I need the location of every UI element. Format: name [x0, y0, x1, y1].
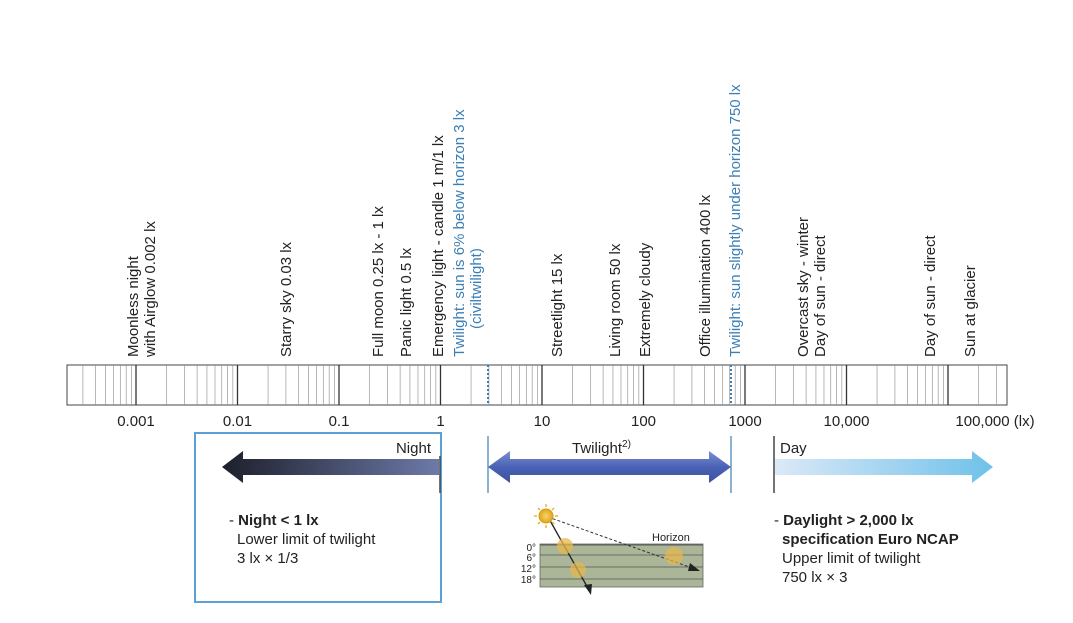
- sun-ray-line: [547, 516, 696, 570]
- night-box: [194, 432, 442, 603]
- marker-label: Office illumination 400 lx: [697, 194, 714, 357]
- sun-ray-arrowhead: [688, 563, 700, 571]
- sun-position-diagram: 0° 6° 12° 18° Horizon: [521, 504, 704, 595]
- marker-label: Full moon 0.25 lx - 1 lx: [370, 206, 387, 357]
- marker-label: Sun at glacier: [962, 265, 979, 357]
- twilight-footnote: 2): [622, 439, 631, 450]
- twilight-label: Twilight2): [572, 439, 631, 457]
- day-arrow: [775, 451, 993, 483]
- sun-below-horizon-icon-3: [665, 547, 683, 565]
- log-scale-bar: [66, 364, 1008, 406]
- tick-label: 100: [631, 413, 656, 430]
- tick-label: 0.01: [223, 413, 252, 430]
- marker-label: Starry sky 0.03 lx: [278, 241, 295, 357]
- marker-label: with Airglow 0.002 lx: [142, 221, 159, 358]
- night-note-line3: 3 lx × 1/3: [237, 550, 299, 567]
- marker-label: Living room 50 lx: [607, 243, 624, 357]
- tick-label: 10,000: [824, 413, 870, 430]
- marker-label: Streetlight 15 lx: [549, 253, 566, 357]
- degree-label-6: 6°: [526, 553, 536, 564]
- marker-label: Extremely cloudy: [637, 242, 654, 357]
- twilight-label-text: Twilight: [572, 440, 623, 457]
- day-note-line4: 750 lx × 3: [782, 569, 848, 586]
- day-label: Day: [780, 440, 807, 457]
- night-label: Night: [396, 440, 432, 457]
- marker-label: Day of sun - direct: [812, 234, 829, 357]
- night-note: - Night < 1 lx Lower limit of twilight 3…: [229, 511, 375, 568]
- sun-descent-arrowhead: [584, 584, 592, 595]
- tick-label: 0.001: [117, 413, 155, 430]
- marker-label: Twilight: sun is 6% below horizon 3 lx: [451, 109, 468, 357]
- sun-descent-line: [547, 516, 590, 591]
- night-note-title: Night < 1 lx: [238, 512, 319, 529]
- twilight-double-arrow: [488, 451, 731, 483]
- night-note-line2: Lower limit of twilight: [237, 531, 376, 548]
- scale-minor-ticks: [82, 365, 997, 405]
- marker-label: Emergency light - candle 1 m/1 lx: [430, 135, 447, 357]
- day-note-line2: specification Euro NCAP: [782, 531, 959, 548]
- tick-label: 100,000 (lx): [955, 413, 1034, 430]
- tick-label: 0.1: [329, 413, 350, 430]
- marker-label: Twilight: sun slightly under horizon 750…: [727, 84, 744, 357]
- sun-below-horizon-icon-1: [557, 538, 573, 554]
- scale-tick-labels: 0.001 0.01 0.1 1 10 100 1000 10,000 100,000 (lx): [117, 413, 1034, 430]
- day-note-title: Daylight > 2,000 lx: [783, 512, 914, 529]
- night-arrow: [222, 451, 439, 483]
- tick-label: 1000: [728, 413, 761, 430]
- marker-label: (civiltwilight): [468, 248, 485, 329]
- horizon-label: Horizon: [652, 532, 690, 544]
- tick-label: 10: [534, 413, 551, 430]
- sun-below-horizon-icon-2: [570, 562, 586, 578]
- degree-label-0: 0°: [526, 543, 536, 554]
- degree-label-18: 18°: [521, 575, 536, 586]
- marker-label: Day of sun - direct: [922, 234, 939, 357]
- day-note-line3: Upper limit of twilight: [782, 550, 921, 567]
- marker-label: Overcast sky - winter: [795, 217, 812, 357]
- tick-label: 1: [436, 413, 444, 430]
- scale-bar-frame: [66, 364, 1008, 406]
- day-note-dash: -: [774, 512, 784, 529]
- day-note: - Daylight > 2,000 lx specification Euro…: [774, 511, 959, 587]
- marker-label: Moonless night: [125, 255, 142, 357]
- night-note-dash: -: [229, 512, 239, 529]
- sun-icon: [534, 504, 558, 528]
- degree-label-12: 12°: [521, 564, 536, 575]
- marker-label: Panic light 0.5 lx: [398, 247, 415, 357]
